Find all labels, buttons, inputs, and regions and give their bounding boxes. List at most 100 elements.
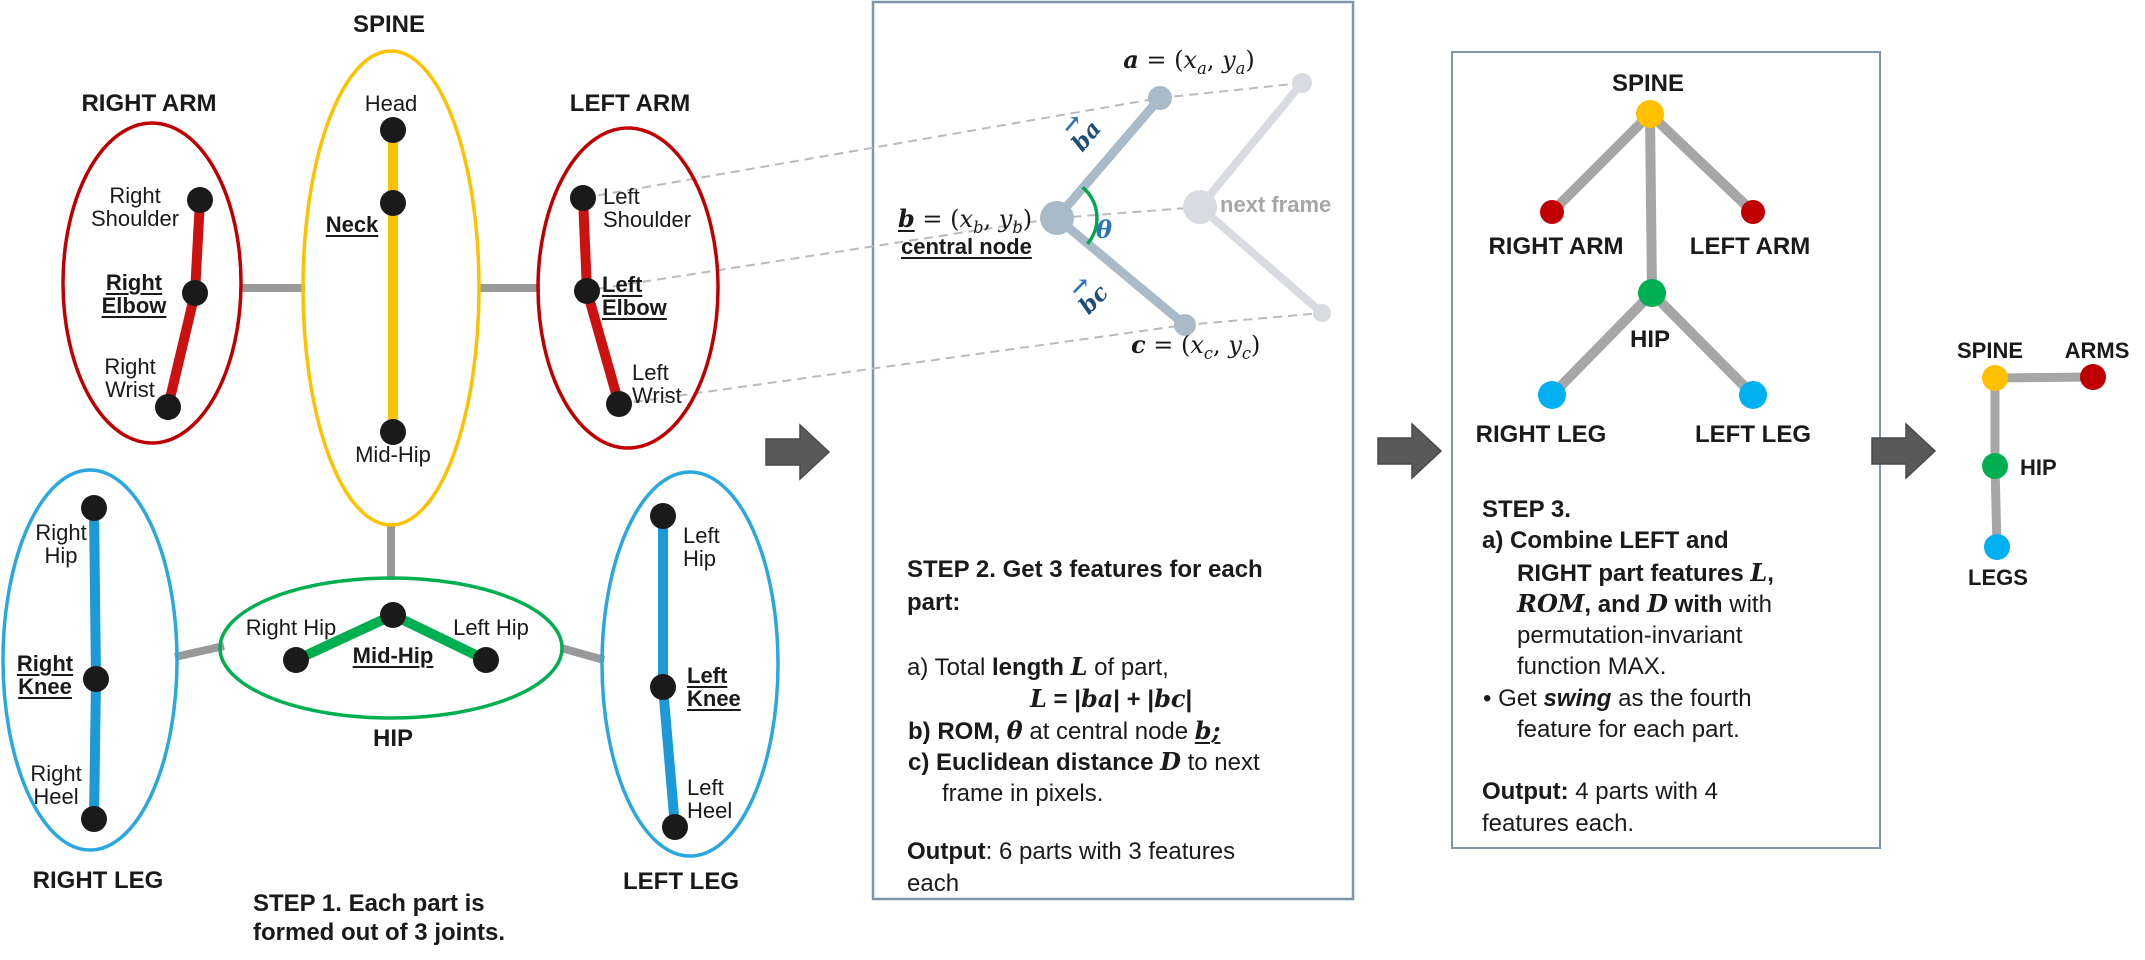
next-frame-a-node bbox=[1292, 73, 1312, 93]
right-leg-heel-label: Right Heel bbox=[30, 762, 81, 808]
text-seg: frame in pixels. bbox=[942, 780, 1104, 807]
text-seg: with bbox=[1667, 591, 1723, 618]
left-wrist-joint bbox=[606, 391, 632, 417]
right-arm-ellipse bbox=[61, 121, 243, 445]
head-label: Head bbox=[364, 91, 418, 116]
label-line: Right bbox=[35, 520, 87, 545]
midhip-joint bbox=[380, 419, 406, 445]
right-arm-title: RIGHT ARM bbox=[81, 90, 217, 117]
tree-edge-hip-leftleg bbox=[1648, 289, 1757, 399]
right-wrist-label: Right Wrist bbox=[104, 355, 155, 401]
text-seg: , bbox=[983, 205, 999, 233]
hip-right-label: Right Hip bbox=[245, 615, 337, 640]
text-seg: feature for each part. bbox=[1517, 716, 1740, 743]
text-seg: 4 parts with 4 bbox=[1568, 778, 1719, 805]
text-seg: , bbox=[1206, 46, 1223, 74]
connector-rightleg-hip bbox=[174, 642, 225, 661]
left-knee-joint bbox=[650, 674, 676, 700]
text-seg: y bbox=[1222, 46, 1236, 74]
text-seg: = ( bbox=[1138, 46, 1184, 74]
left-shoulder-joint bbox=[570, 185, 596, 211]
right-hip-joint bbox=[81, 495, 107, 521]
mini-arms-node bbox=[2080, 364, 2106, 390]
right-shoulder-label: Right Shoulder bbox=[91, 184, 179, 230]
head-joint bbox=[380, 117, 406, 143]
step2-line-7: frame in pixels. bbox=[942, 779, 1103, 809]
label-line: Left bbox=[632, 360, 669, 385]
theta-arc bbox=[1081, 186, 1099, 245]
right-wrist-joint bbox=[155, 394, 181, 420]
tree-spine-label: SPINE bbox=[1611, 70, 1685, 97]
tree-edge-hip-rightleg bbox=[1548, 289, 1656, 399]
point-c-label: c = (xc, yc) bbox=[1131, 330, 1260, 363]
text-seg: features each. bbox=[1482, 810, 1635, 837]
central-node-label: central node bbox=[901, 234, 1032, 259]
text-seg: L bbox=[1750, 558, 1768, 587]
text-seg: b; bbox=[1194, 716, 1221, 745]
label-line: Knee bbox=[18, 674, 72, 699]
text-seg: ) bbox=[1022, 205, 1033, 233]
label-line: Left bbox=[687, 663, 728, 688]
tree-rightleg-node bbox=[1538, 381, 1566, 409]
arrow-step2-step3-icon bbox=[1377, 422, 1443, 480]
step3-line-5: permutation-invariant bbox=[1517, 621, 1742, 651]
left-wrist-label: Left Wrist bbox=[632, 361, 682, 407]
step3-line-6: function MAX. bbox=[1517, 652, 1666, 682]
right-elbow-label: Right Elbow bbox=[102, 271, 167, 317]
text-seg: b bbox=[1012, 217, 1023, 237]
hip-mid-label: Mid-Hip bbox=[352, 643, 434, 668]
left-leg-title: LEFT LEG bbox=[623, 868, 739, 895]
right-shoulder-joint bbox=[187, 187, 213, 213]
text-seg: swing bbox=[1543, 685, 1612, 712]
text-seg: a bbox=[1197, 58, 1207, 78]
c-node bbox=[1174, 314, 1196, 336]
label-line: Knee bbox=[687, 686, 741, 711]
text-seg: b bbox=[973, 217, 984, 237]
label-line: Hip bbox=[683, 546, 717, 571]
b-node bbox=[1040, 201, 1074, 235]
spine-title: SPINE bbox=[352, 11, 426, 38]
left-shoulder-label: Left Shoulder bbox=[603, 185, 691, 231]
step3-line-1: STEP 3. bbox=[1482, 495, 1571, 525]
text-seg: function MAX. bbox=[1517, 653, 1667, 680]
text-seg: ba bbox=[1080, 684, 1114, 713]
text-seg: b bbox=[898, 204, 915, 233]
tree-leftarm-node bbox=[1741, 200, 1765, 224]
step3-line-4: ROM, and D with with bbox=[1517, 589, 1772, 620]
right-elbow-joint bbox=[182, 280, 208, 306]
text-seg: STEP 2. Get 3 features for each bbox=[907, 556, 1263, 583]
right-knee-joint bbox=[83, 666, 109, 692]
step3-line-3: RIGHT part features L, bbox=[1517, 558, 1774, 589]
text-seg: Combine LEFT and bbox=[1510, 527, 1729, 554]
tree-leftleg-node bbox=[1739, 381, 1767, 409]
label-line: Heel bbox=[33, 784, 79, 809]
step2-line-9: each bbox=[907, 869, 959, 899]
label-line: Elbow bbox=[602, 295, 667, 320]
hip-ellipse bbox=[218, 576, 564, 720]
arrow-step3-final-icon bbox=[1871, 422, 1937, 480]
tree-left-leg-label: LEFT LEG bbox=[1695, 421, 1811, 448]
text-seg: x bbox=[1190, 331, 1204, 359]
step2-line-3: a) Total length L of part, bbox=[907, 652, 1169, 683]
step2-line-1: STEP 2. Get 3 features for each bbox=[907, 555, 1263, 585]
left-leg-knee-label: Left Knee bbox=[687, 664, 741, 710]
tree-hip-label: HIP bbox=[1629, 326, 1671, 353]
step3-line-10: features each. bbox=[1482, 809, 1634, 839]
label-line: Shoulder bbox=[90, 206, 180, 231]
text-seg: , bbox=[1767, 560, 1774, 587]
tree-edge-spine-leftarm bbox=[1646, 110, 1757, 216]
text-seg: RIGHT part features bbox=[1517, 560, 1751, 587]
left-elbow-joint bbox=[574, 278, 600, 304]
next-frame-b-node bbox=[1183, 190, 1217, 224]
text-seg: L bbox=[1030, 684, 1047, 713]
text-seg: length bbox=[991, 654, 1071, 681]
step3-line-7: • Get swing as the fourth bbox=[1483, 684, 1752, 714]
text-seg: c bbox=[1241, 343, 1252, 363]
text-seg: = | bbox=[1046, 686, 1081, 713]
text-seg: bc bbox=[1154, 684, 1186, 713]
text-seg: c bbox=[1131, 330, 1146, 359]
step3-panel bbox=[1451, 51, 1881, 849]
step2-line-8: Output: 6 parts with 3 features bbox=[907, 837, 1235, 867]
tree-rightarm-node bbox=[1540, 200, 1564, 224]
text-seg: Output bbox=[907, 838, 986, 865]
